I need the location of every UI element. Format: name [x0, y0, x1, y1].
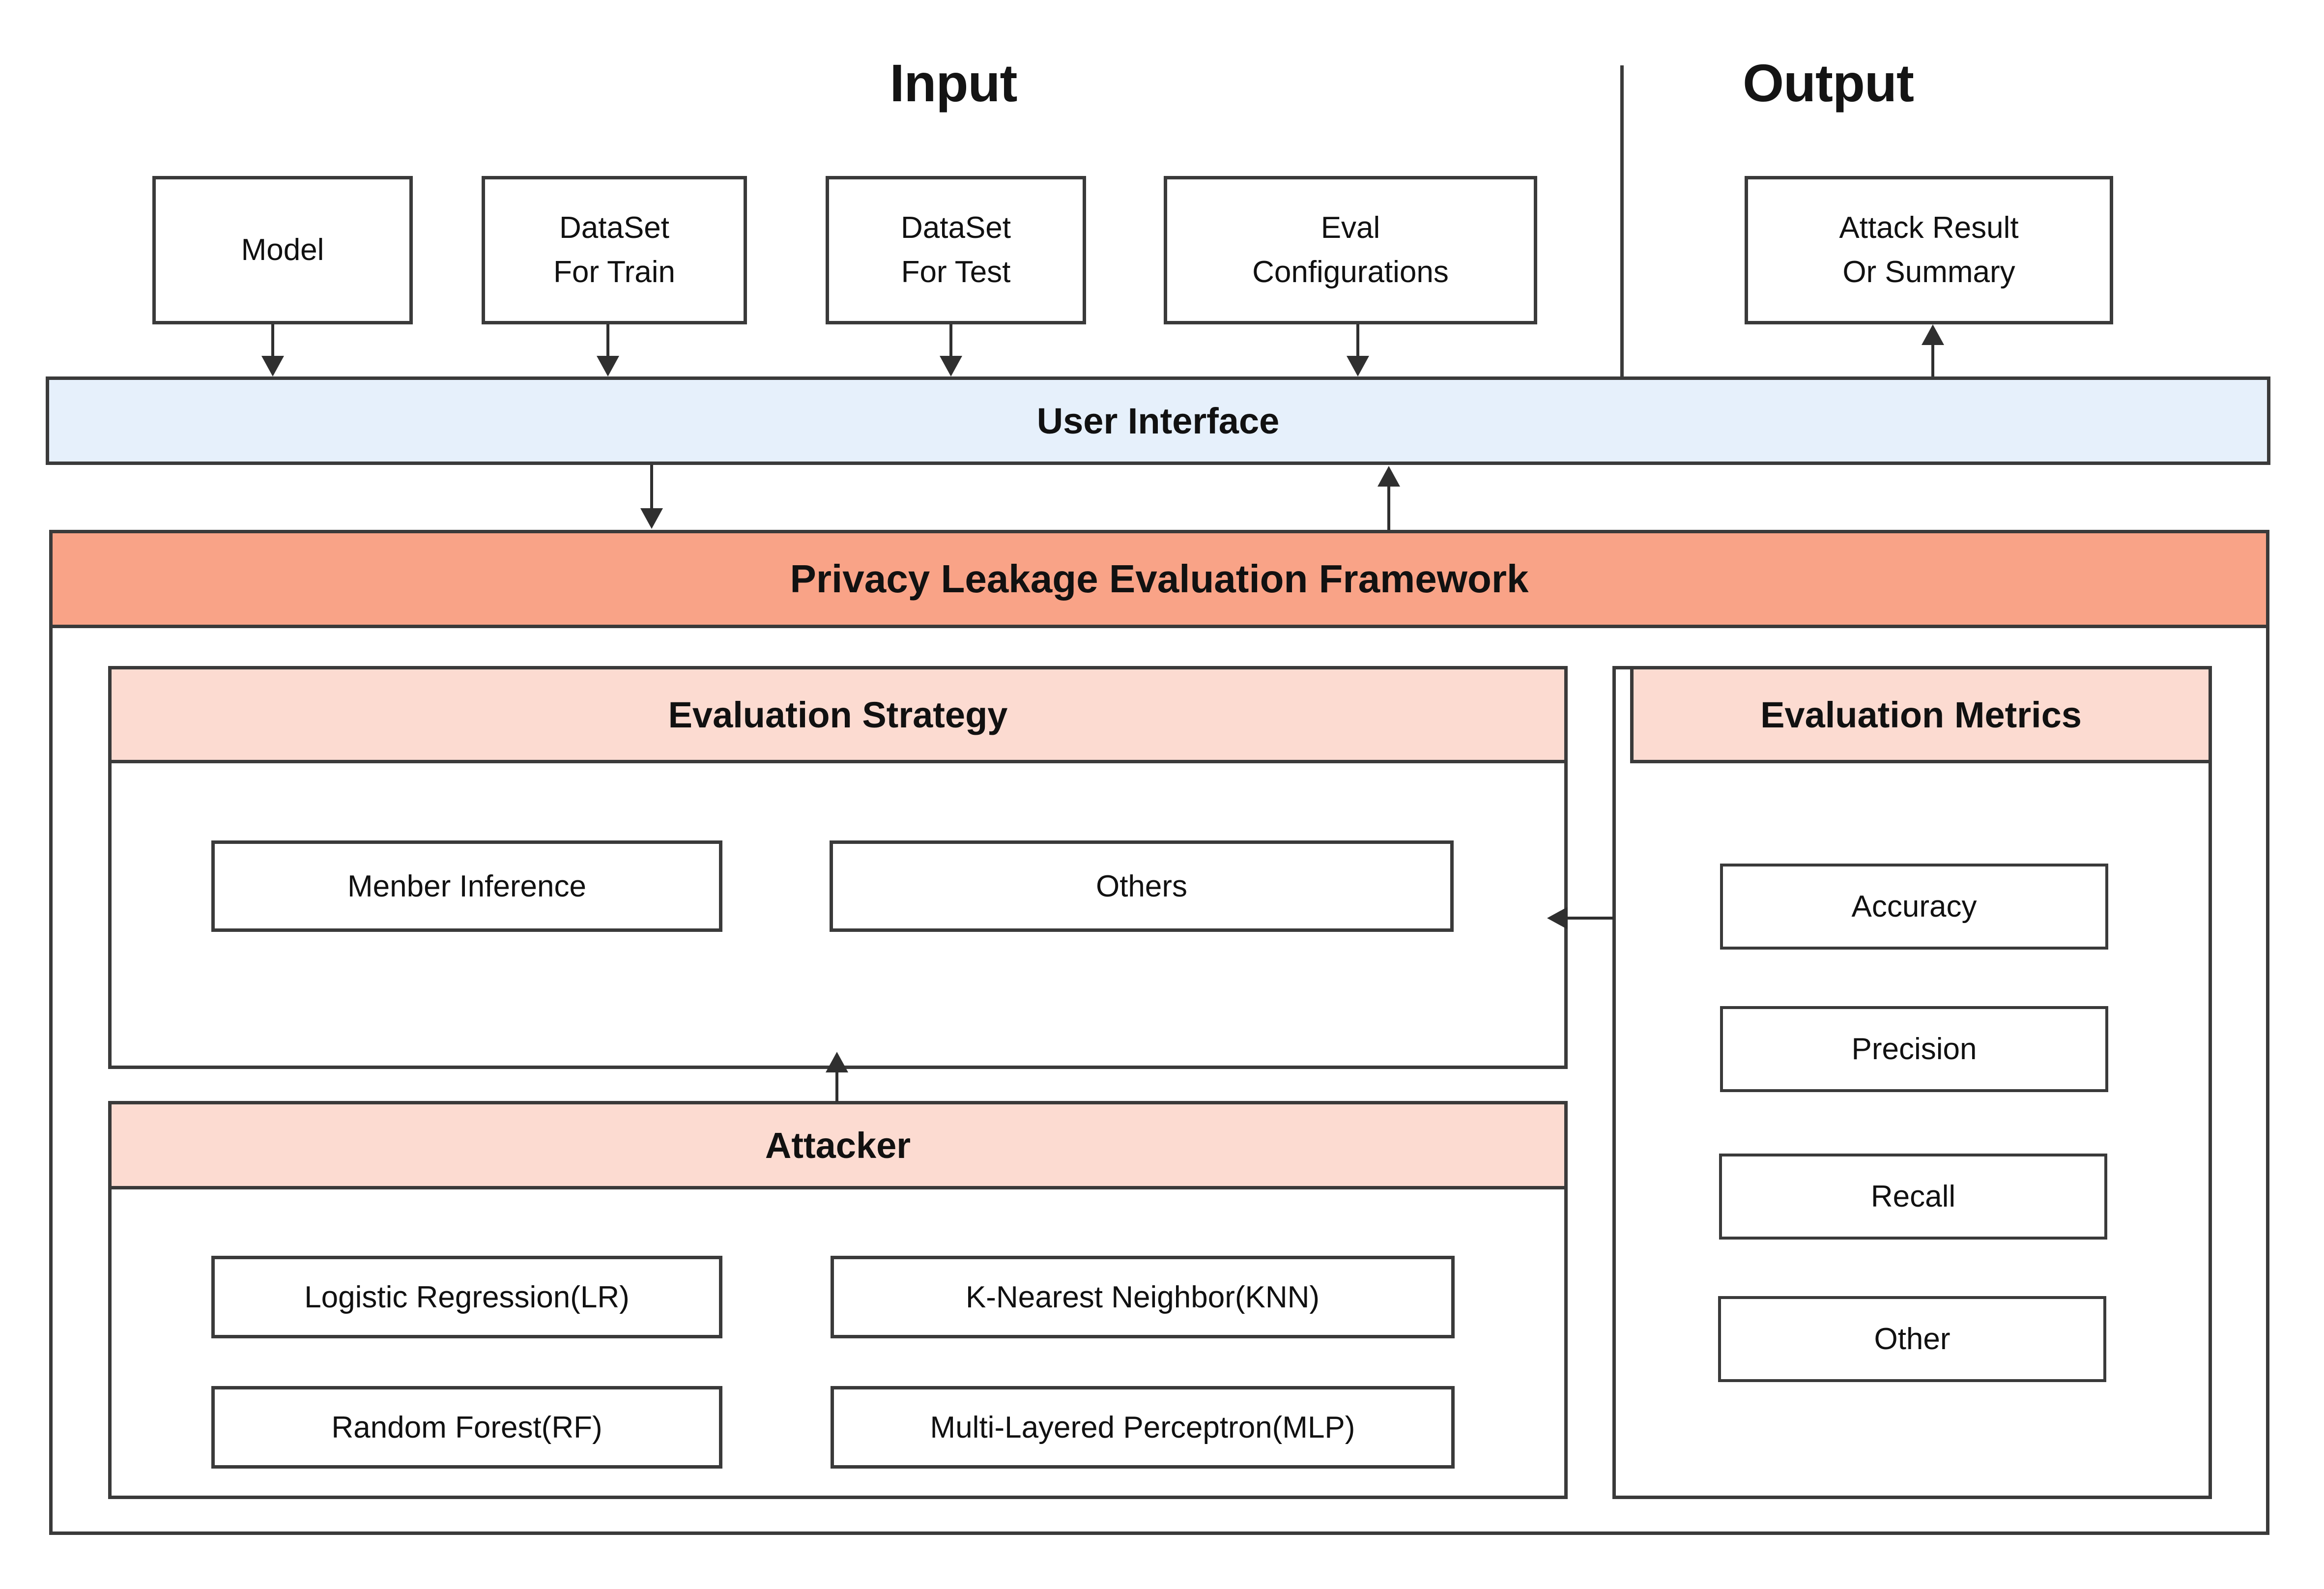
arrow-framework-to-ui-shaft	[1387, 487, 1390, 531]
metric-item-other-label: Other	[1874, 1322, 1951, 1356]
evaluation-metrics-label: Evaluation Metrics	[1760, 694, 2082, 735]
evaluation-strategy-label: Evaluation Strategy	[668, 694, 1008, 735]
metric-item-recall[interactable]: Recall	[1719, 1154, 2107, 1240]
arrow-model-to-ui-head	[261, 356, 284, 376]
user-interface-label: User Interface	[1036, 400, 1280, 441]
input-box-model-label: Model	[241, 233, 324, 267]
framework-header-bar[interactable]: Privacy Leakage Evaluation Framework	[49, 530, 2269, 628]
output-box-attack-result-line1: Attack Result	[1839, 211, 2019, 245]
strategy-item-menber-inference-label: Menber Inference	[347, 869, 586, 903]
arrow-model-to-ui-shaft	[271, 324, 274, 358]
strategy-item-others[interactable]: Others	[830, 840, 1454, 932]
metric-item-precision[interactable]: Precision	[1720, 1006, 2108, 1092]
arrow-ui-to-attack-result-head	[1922, 324, 1944, 345]
metric-item-other[interactable]: Other	[1718, 1296, 2106, 1382]
arrow-framework-to-ui-head	[1377, 466, 1400, 487]
strategy-item-others-label: Others	[1095, 869, 1188, 903]
attacker-header[interactable]: Attacker	[108, 1101, 1568, 1189]
input-box-dataset-for-train-line2: For Train	[553, 255, 676, 289]
input-box-model[interactable]: Model	[152, 176, 413, 324]
arrow-config-to-ui-head	[1347, 356, 1369, 376]
arrow-ui-to-framework-head	[640, 508, 663, 529]
arrow-attacker-to-strategy-shaft	[835, 1071, 838, 1102]
framework-label: Privacy Leakage Evaluation Framework	[790, 557, 1529, 601]
attacker-item-knn-label: K-Nearest Neighbor(KNN)	[965, 1280, 1320, 1314]
input-box-dataset-for-train[interactable]: DataSet For Train	[482, 176, 747, 324]
input-box-dataset-for-test-line2: For Test	[901, 255, 1011, 289]
attacker-item-random-forest-label: Random Forest(RF)	[331, 1410, 603, 1445]
arrow-metrics-to-strategy-shaft	[1568, 917, 1614, 920]
input-box-dataset-for-train-line1: DataSet	[559, 211, 670, 245]
attacker-item-random-forest[interactable]: Random Forest(RF)	[211, 1386, 722, 1469]
arrow-ui-to-attack-result-shaft	[1931, 344, 1934, 376]
evaluation-strategy-header[interactable]: Evaluation Strategy	[108, 666, 1568, 763]
output-section-title: Output	[1743, 53, 1914, 113]
metric-item-precision-label: Precision	[1851, 1032, 1977, 1066]
attacker-item-mlp[interactable]: Multi-Layered Perceptron(MLP)	[831, 1386, 1455, 1469]
output-box-attack-result[interactable]: Attack Result Or Summary	[1745, 176, 2113, 324]
metric-item-accuracy[interactable]: Accuracy	[1720, 864, 2108, 950]
arrow-config-to-ui-shaft	[1356, 324, 1359, 358]
metric-item-recall-label: Recall	[1870, 1180, 1956, 1213]
input-box-eval-configurations-line2: Configurations	[1252, 255, 1449, 289]
input-section-title: Input	[889, 53, 1018, 113]
attacker-item-knn[interactable]: K-Nearest Neighbor(KNN)	[831, 1256, 1455, 1338]
arrow-metrics-to-strategy-head	[1547, 907, 1568, 929]
attacker-label: Attacker	[765, 1125, 911, 1166]
input-box-dataset-for-test-line1: DataSet	[900, 211, 1011, 245]
arrow-test-to-ui-head	[940, 356, 962, 376]
arrow-test-to-ui-shaft	[949, 324, 952, 358]
arrow-train-to-ui-head	[597, 356, 619, 376]
user-interface-bar[interactable]: User Interface	[46, 376, 2270, 465]
attacker-item-logistic-regression[interactable]: Logistic Regression(LR)	[211, 1256, 722, 1338]
attacker-item-logistic-regression-label: Logistic Regression(LR)	[304, 1280, 630, 1314]
output-box-attack-result-line2: Or Summary	[1842, 255, 2015, 289]
input-box-eval-configurations[interactable]: Eval Configurations	[1164, 176, 1537, 324]
attacker-item-mlp-label: Multi-Layered Perceptron(MLP)	[930, 1410, 1355, 1445]
input-output-divider	[1620, 65, 1624, 378]
metric-item-accuracy-label: Accuracy	[1851, 890, 1977, 924]
arrow-ui-to-framework-shaft	[650, 465, 653, 510]
input-box-dataset-for-test[interactable]: DataSet For Test	[826, 176, 1086, 324]
input-box-eval-configurations-line1: Eval	[1320, 211, 1380, 245]
evaluation-metrics-header[interactable]: Evaluation Metrics	[1630, 666, 2212, 763]
strategy-item-menber-inference[interactable]: Menber Inference	[211, 840, 722, 932]
arrow-attacker-to-strategy-head	[826, 1052, 848, 1072]
arrow-train-to-ui-shaft	[606, 324, 609, 358]
